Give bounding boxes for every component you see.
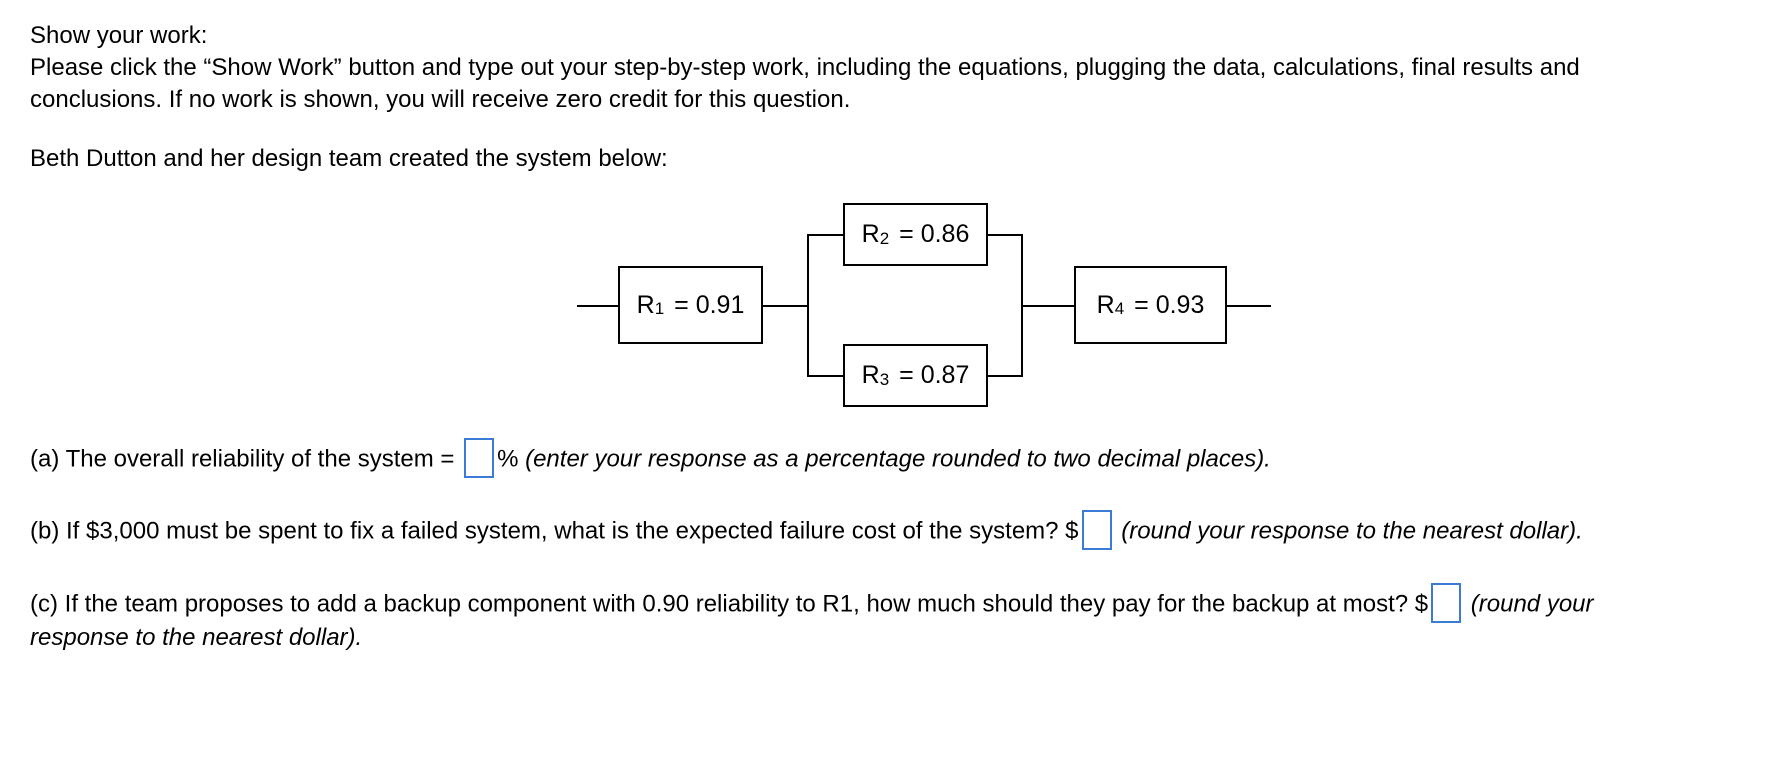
r2-value: = 0.86 (899, 220, 970, 248)
question-a-hint: (enter your response as a percentage rou… (525, 445, 1271, 473)
question-a-text: (a) The overall reliability of the syste… (30, 445, 455, 473)
question-a-answer-input[interactable] (464, 438, 495, 478)
question-a-unit: % (497, 445, 519, 473)
r1-subscript: 1 (654, 299, 665, 318)
r4-subscript: 4 (1114, 299, 1125, 318)
instructions-line-2: conclusions. If no work is shown, you wi… (30, 86, 851, 113)
intro-text: Beth Dutton and her design team created … (30, 145, 668, 172)
instructions-line-1: Please click the “Show Work” button and … (30, 54, 1580, 81)
r2-symbol: R (861, 220, 880, 248)
question-b-answer-input[interactable] (1081, 510, 1112, 550)
right-join-wire (1021, 234, 1023, 377)
question-a: (a) The overall reliability of the syste… (30, 438, 1271, 480)
question-c-hint-part-2: response to the nearest dollar). (30, 624, 363, 651)
instructions-heading: Show your work: (30, 22, 208, 49)
question-c-answer-input[interactable] (1431, 583, 1462, 623)
question-c-hint-part-1: (round your (1470, 590, 1594, 618)
r3-symbol: R (861, 361, 880, 389)
r3-to-join-wire (987, 375, 1023, 377)
question-c-line-1: (c) If the team proposes to add a backup… (30, 583, 1594, 625)
r4-symbol: R (1096, 290, 1115, 319)
join-to-r4-wire (1021, 305, 1075, 307)
left-split-wire (807, 234, 809, 377)
r2-to-join-wire (987, 234, 1023, 236)
r4-value: = 0.93 (1134, 290, 1205, 319)
split-to-r3-wire (807, 375, 844, 377)
r1-value: = 0.91 (674, 290, 745, 319)
r2-subscript: 2 (879, 228, 890, 248)
input-wire (577, 305, 619, 307)
split-to-r2-wire (807, 234, 844, 236)
r1-symbol: R (636, 290, 655, 319)
r1-to-split-wire (762, 305, 809, 307)
question-c-text: (c) If the team proposes to add a backup… (30, 590, 1429, 618)
r3-subscript: 3 (879, 369, 890, 389)
r3-value: = 0.87 (899, 361, 970, 389)
output-wire (1226, 305, 1271, 307)
question-b-hint: (round your response to the nearest doll… (1121, 517, 1583, 545)
question-b: (b) If $3,000 must be spent to fix a fai… (30, 510, 1583, 552)
question-b-text: (b) If $3,000 must be spent to fix a fai… (30, 517, 1079, 545)
